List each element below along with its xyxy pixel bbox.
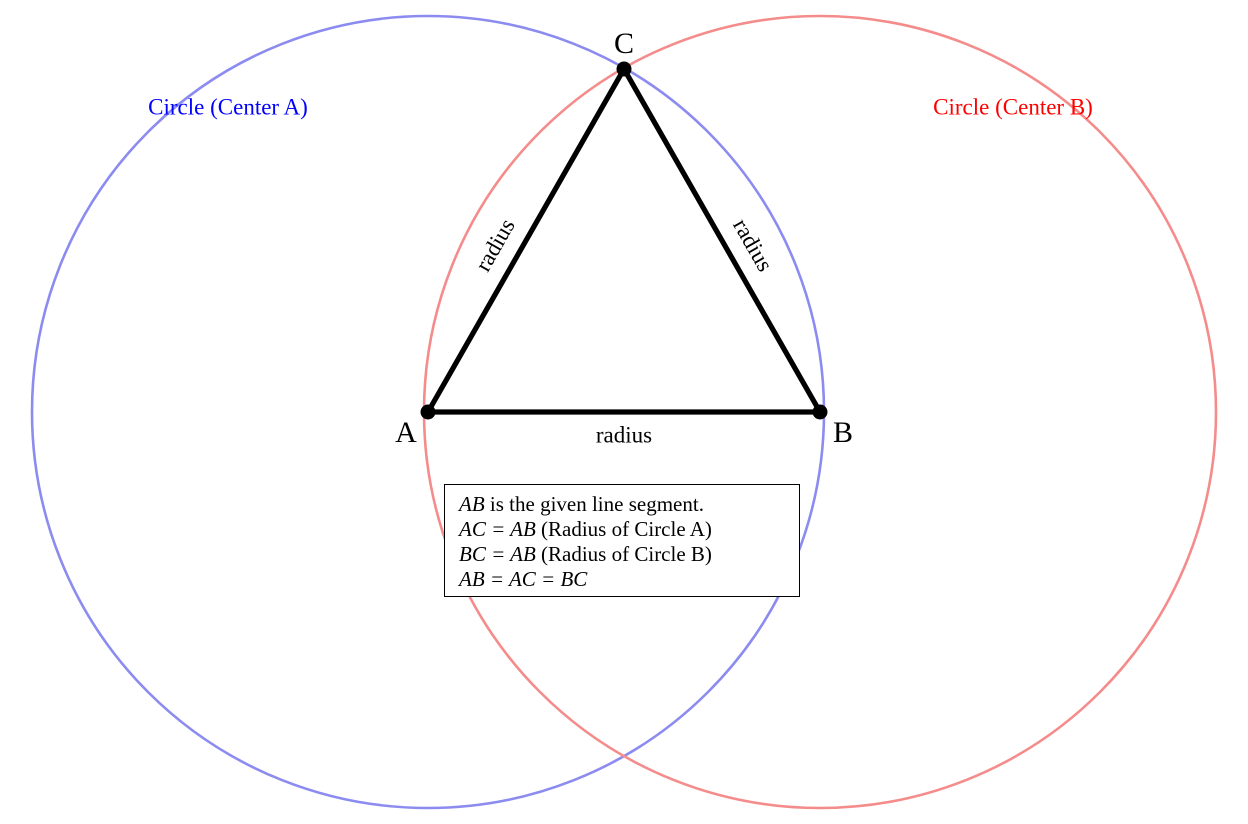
vertex-label-c: C — [613, 27, 635, 60]
side-label-ab: radius — [595, 422, 653, 448]
triangle-abc — [423, 63, 825, 415]
proof-math: AB = AC = BC — [459, 567, 588, 591]
proof-text: (Radius of Circle A) — [535, 517, 712, 541]
proof-math: AB — [459, 492, 485, 516]
proof-math: BC = AB — [459, 542, 536, 566]
proof-line: BC = AB (Radius of Circle B) — [459, 542, 787, 567]
proof-line: AB is the given line segment. — [459, 492, 787, 517]
point-b-dot — [812, 404, 828, 420]
circle-a-legend-label: Circle (Center A) — [148, 94, 308, 120]
proof-text: is the given line segment. — [484, 492, 704, 516]
proof-text: (Radius of Circle B) — [535, 542, 712, 566]
vertex-label-b: B — [832, 416, 854, 449]
point-c-dot — [616, 61, 632, 77]
proof-statement-box: AB is the given line segment. AC = AB (R… — [444, 484, 800, 597]
proof-line: AB = AC = BC — [459, 567, 787, 592]
point-a-dot — [420, 404, 436, 420]
vertex-label-a: A — [395, 416, 417, 449]
proof-math: AC = AB — [459, 517, 536, 541]
circle-b-legend-label: Circle (Center B) — [933, 94, 1093, 120]
proof-line: AC = AB (Radius of Circle A) — [459, 517, 787, 542]
